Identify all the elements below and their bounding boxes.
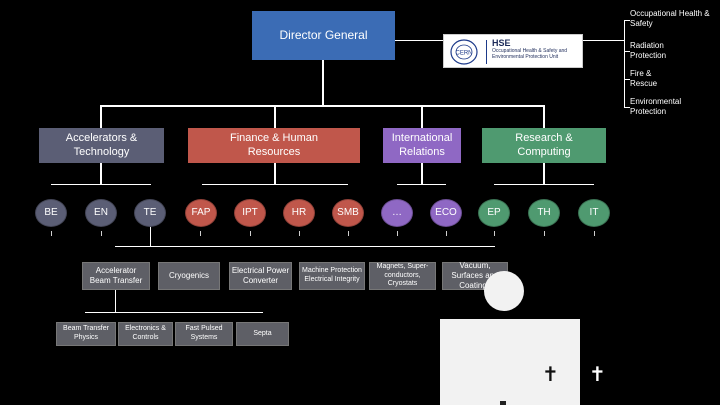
sector-finance-label: Finance & Human Resources	[229, 131, 319, 158]
subgroup-electronics-controls[interactable]: Electronics & Controls	[118, 322, 173, 346]
acc-dept-stem	[100, 163, 102, 185]
sector-research[interactable]: Research & Computing	[482, 128, 606, 163]
group-electrical-power-label: Electrical Power Converter	[231, 266, 290, 285]
tick	[397, 231, 398, 236]
tick	[200, 231, 201, 236]
subgroup-beam-transfer-physics[interactable]: Beam Transfer Physics	[56, 322, 116, 346]
subgroup-stem	[115, 286, 116, 312]
res-dept-bar	[494, 184, 594, 185]
side-tick-2	[624, 51, 630, 52]
group-vacuum[interactable]: Vacuum, Surfaces and Coatings	[442, 261, 508, 290]
dept-ellipsis[interactable]: …	[381, 199, 413, 227]
group-accelerator-beam-transfer-label: Accelerator Beam Transfer	[89, 266, 143, 285]
sector-stem-4	[543, 105, 545, 128]
group-machine-protection[interactable]: Machine Protection Electrical Integrity	[299, 262, 365, 290]
group-stem-te	[150, 226, 151, 246]
sector-international-label: International Relations	[391, 131, 453, 158]
dept-be[interactable]: BE	[35, 199, 67, 227]
subgroup-bar	[85, 312, 263, 313]
dept-it[interactable]: IT	[578, 199, 610, 227]
subgroup-beam-transfer-physics-label: Beam Transfer Physics	[63, 325, 109, 341]
sector-international[interactable]: International Relations	[383, 128, 461, 163]
group-accelerator-beam-transfer[interactable]: Accelerator Beam Transfer	[82, 262, 150, 290]
dept-en[interactable]: EN	[85, 199, 117, 227]
person-head	[484, 271, 524, 311]
subgroup-fast-pulsed[interactable]: Fast Pulsed Systems	[175, 322, 233, 346]
group-machine-protection-label: Machine Protection Electrical Integrity	[302, 267, 362, 283]
side-unit-radiation[interactable]: Radiation Protection	[630, 41, 667, 60]
side-spine	[624, 20, 625, 108]
tick	[51, 231, 52, 236]
cross-icon: ✝	[589, 362, 606, 386]
int-dept-stem	[421, 163, 423, 185]
person-figure-icon	[440, 271, 580, 405]
cross-icon: ✝	[542, 362, 559, 386]
group-cryogenics-label: Cryogenics	[168, 271, 209, 280]
tick	[446, 231, 447, 236]
hse-name: HSE	[492, 38, 511, 48]
fin-dept-bar	[202, 184, 348, 185]
side-tick-4	[624, 107, 630, 108]
subgroup-septa-label: Septa	[253, 329, 272, 337]
hse-logo-box[interactable]: CERN HSE Occupational Health & Safety an…	[443, 34, 583, 68]
acc-dept-bar	[51, 184, 151, 185]
tick	[544, 231, 545, 236]
director-stem	[322, 60, 324, 106]
group-electrical-power[interactable]: Electrical Power Converter	[229, 262, 292, 290]
dept-th[interactable]: TH	[528, 199, 560, 227]
dept-fap[interactable]: FAP	[185, 199, 217, 227]
cern-logo-text: CERN	[455, 51, 472, 57]
subgroup-septa[interactable]: Septa	[236, 322, 289, 346]
int-dept-bar	[397, 184, 446, 185]
tick	[101, 231, 102, 236]
group-vacuum-label: Vacuum, Surfaces and Coatings	[451, 261, 499, 290]
tick	[594, 231, 595, 236]
side-tick-3	[624, 79, 630, 80]
tick	[494, 231, 495, 236]
director-general-box[interactable]: Director General	[252, 11, 395, 60]
group-bar	[115, 246, 495, 247]
tick	[348, 231, 349, 236]
person-body	[440, 319, 580, 405]
dept-te[interactable]: TE	[134, 199, 166, 227]
subgroup-fast-pulsed-label: Fast Pulsed Systems	[185, 325, 223, 341]
dept-ep[interactable]: EP	[478, 199, 510, 227]
subgroup-electronics-controls-label: Electronics & Controls	[125, 325, 166, 341]
group-cryogenics[interactable]: Cryogenics	[158, 262, 220, 290]
tick	[299, 231, 300, 236]
group-magnets-label: Magnets, Super-conductors, Cryostats	[376, 262, 429, 288]
group-magnets[interactable]: Magnets, Super-conductors, Cryostats	[369, 262, 436, 290]
director-general-label: Director General	[279, 28, 368, 42]
sector-finance[interactable]: Finance & Human Resources	[188, 128, 360, 163]
hse-divider	[486, 40, 487, 64]
sector-bar	[100, 105, 545, 107]
dept-hr[interactable]: HR	[283, 199, 315, 227]
res-dept-stem	[543, 163, 545, 185]
sector-stem-3	[421, 105, 423, 128]
dept-ipt[interactable]: IPT	[234, 199, 266, 227]
hse-description: Occupational Health & Safety and Environ…	[492, 48, 568, 61]
fin-dept-stem	[274, 163, 276, 185]
tick	[250, 231, 251, 236]
dept-eco[interactable]: ECO	[430, 199, 462, 227]
sector-accelerators-label: Accelerators & Technology	[65, 131, 138, 158]
side-unit-ohs[interactable]: Occupational Health & Safety	[630, 9, 710, 28]
dept-smb[interactable]: SMB	[332, 199, 364, 227]
side-tick-1	[624, 20, 630, 21]
sector-stem-1	[100, 105, 102, 128]
person-leg-mark	[500, 401, 506, 405]
cern-logo-icon: CERN	[450, 39, 478, 65]
side-unit-environment[interactable]: Environmental Protection	[630, 97, 682, 116]
sector-accelerators[interactable]: Accelerators & Technology	[39, 128, 164, 163]
side-unit-fire[interactable]: Fire & Rescue	[630, 69, 658, 88]
sector-research-label: Research & Computing	[515, 131, 573, 158]
sector-stem-2	[274, 105, 276, 128]
